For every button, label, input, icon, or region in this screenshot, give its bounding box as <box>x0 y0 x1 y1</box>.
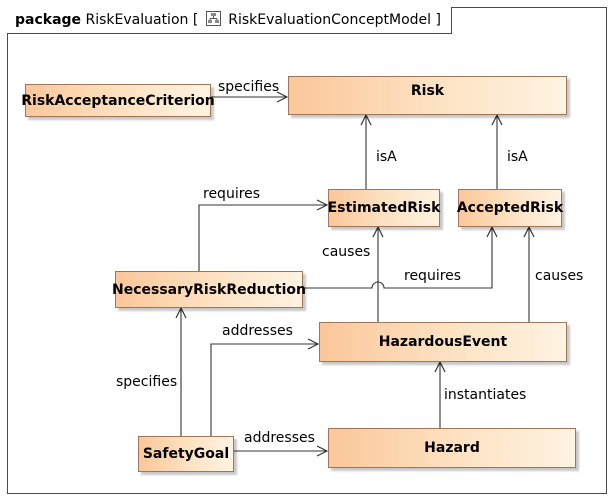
block-hazard[interactable]: Hazard <box>328 428 576 468</box>
label-isa-estimated: isA <box>376 149 397 165</box>
label-causes-he-accepted: causes <box>535 268 584 284</box>
block-label: NecessaryRiskReduction <box>112 281 307 298</box>
block-label: EstimatedRisk <box>327 200 441 216</box>
label-specifies-sg-nrr: specifies <box>116 374 178 390</box>
block-label: SafetyGoal <box>142 446 230 462</box>
block-risk-acceptance-criterion[interactable]: RiskAcceptanceCriterion <box>21 84 215 117</box>
edge-requires-nrr-accepted <box>303 227 492 289</box>
block-label: RiskAcceptanceCriterion <box>21 92 215 109</box>
block-accepted-risk[interactable]: AcceptedRisk <box>456 189 564 227</box>
package-name: RiskEvaluation <box>85 12 189 28</box>
block-label: Hazard <box>424 440 480 456</box>
block-hazardous-event[interactable]: HazardousEvent <box>319 322 567 362</box>
edge-addresses-sg-he <box>210 344 318 436</box>
block-label: Risk <box>410 83 445 99</box>
diagram-icon <box>205 11 221 26</box>
package-keyword: package <box>15 12 82 28</box>
label-requires-nrr-estimated: requires <box>203 186 261 202</box>
label-addresses-sg-he: addresses <box>222 323 293 339</box>
label-instantiates-hazard-he: instantiates <box>444 387 527 403</box>
block-safety-goal[interactable]: SafetyGoal <box>138 436 234 472</box>
block-estimated-risk[interactable]: EstimatedRisk <box>328 189 440 227</box>
edge-requires-nrr-estimated <box>198 205 327 271</box>
block-label: AcceptedRisk <box>456 200 564 216</box>
block-label: HazardousEvent <box>378 334 508 350</box>
label-causes-he-estimated: causes <box>322 244 371 260</box>
block-risk[interactable]: Risk <box>288 76 567 115</box>
label-specifies-rac-risk: specifies <box>218 79 280 95</box>
diagram-name: RiskEvaluationConceptModel <box>228 12 432 28</box>
bracket-close: ] <box>435 12 441 28</box>
block-necessary-risk-reduction[interactable]: NecessaryRiskReduction <box>112 271 307 308</box>
label-addresses-sg-hazard: addresses <box>244 430 315 446</box>
label-requires-nrr-accepted: requires <box>404 268 462 284</box>
frame-header: package RiskEvaluation [ RiskEvaluationC… <box>7 7 452 34</box>
bracket-open: [ <box>192 12 199 28</box>
label-isa-accepted: isA <box>507 149 528 165</box>
